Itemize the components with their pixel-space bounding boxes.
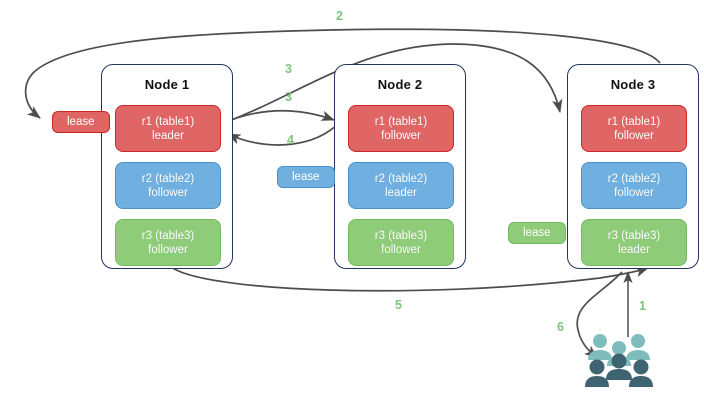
node-card-node3[interactable]: Node 3 r1 (table1) follower r2 (table2) … xyxy=(567,64,699,269)
node1-replica-r2-role: follower xyxy=(148,186,188,199)
node2-replica-r1-role: follower xyxy=(381,129,421,142)
step-label-4: 4 xyxy=(287,133,294,147)
step-label-5: 5 xyxy=(395,298,402,312)
people-group-icon xyxy=(585,334,653,387)
node2-replica-r3[interactable]: r3 (table3) follower xyxy=(348,219,454,266)
node-card-node1[interactable]: Node 1 r1 (table1) leader r2 (table2) fo… xyxy=(101,64,233,269)
lease-badge-r2[interactable]: lease xyxy=(277,166,335,188)
node3-replica-r2[interactable]: r2 (table2) follower xyxy=(581,162,687,209)
step-label-2: 2 xyxy=(336,9,343,23)
node2-replica-r2-name: r2 (table2) xyxy=(374,172,428,185)
node2-replica-r1[interactable]: r1 (table1) follower xyxy=(348,105,454,152)
node3-replica-r3-role: leader xyxy=(618,243,650,256)
node2-replica-r2[interactable]: r2 (table2) leader xyxy=(348,162,454,209)
node2-replica-r3-role: follower xyxy=(381,243,421,256)
step-label-3b: 3 xyxy=(285,90,292,104)
step-label-1: 1 xyxy=(639,299,646,313)
node3-replica-r1[interactable]: r1 (table1) follower xyxy=(581,105,687,152)
arrow-step-5 xyxy=(169,265,649,292)
node1-replica-r3-role: follower xyxy=(148,243,188,256)
node1-replica-r3[interactable]: r3 (table3) follower xyxy=(115,219,221,266)
node1-replica-r2-name: r2 (table2) xyxy=(141,172,195,185)
node3-replica-r2-name: r2 (table2) xyxy=(607,172,661,185)
step-label-6: 6 xyxy=(557,320,564,334)
node3-replica-r1-name: r1 (table1) xyxy=(607,115,661,128)
node1-replica-r1[interactable]: r1 (table1) leader xyxy=(115,105,221,152)
node2-title: Node 2 xyxy=(377,77,423,92)
node2-replica-r3-name: r3 (table3) xyxy=(374,229,428,242)
step-label-3a: 3 xyxy=(285,62,292,76)
node1-replica-r1-name: r1 (table1) xyxy=(141,115,195,128)
lease-badge-r3[interactable]: lease xyxy=(508,222,566,244)
node1-title: Node 1 xyxy=(144,77,190,92)
node-card-node2[interactable]: Node 2 r1 (table1) follower r2 (table2) … xyxy=(334,64,466,269)
node3-title: Node 3 xyxy=(610,77,656,92)
node3-replica-r2-role: follower xyxy=(614,186,654,199)
node1-replica-r1-role: leader xyxy=(152,129,184,142)
arrow-step-4 xyxy=(227,123,339,146)
node2-replica-r1-name: r1 (table1) xyxy=(374,115,428,128)
node1-replica-r3-name: r3 (table3) xyxy=(141,229,195,242)
node3-replica-r3[interactable]: r3 (table3) leader xyxy=(581,219,687,266)
node2-replica-r2-role: leader xyxy=(385,186,417,199)
node1-replica-r2[interactable]: r2 (table2) follower xyxy=(115,162,221,209)
node3-replica-r1-role: follower xyxy=(614,129,654,142)
arrow-step-3-to-node2 xyxy=(220,109,335,125)
node3-replica-r3-name: r3 (table3) xyxy=(607,229,661,242)
lease-badge-r1[interactable]: lease xyxy=(52,111,110,133)
